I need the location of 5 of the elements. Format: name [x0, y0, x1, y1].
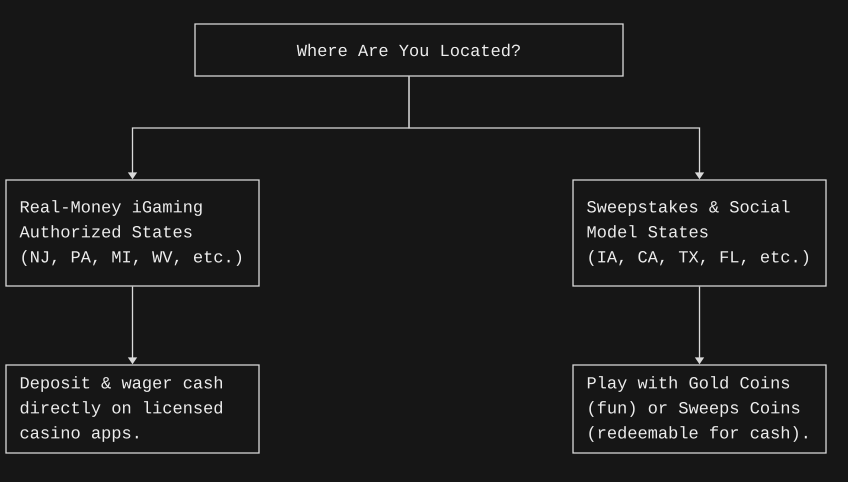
info-box: Deposit & wager cash directly on licensed casino apps.: [5, 364, 260, 454]
info-box: Real-Money iGaming Authorized States (NJ, PA, MI, WV, etc.): [5, 179, 260, 287]
info-box: Sweepstakes & Social Model States (IA, CA, TX, FL, etc.): [572, 179, 827, 287]
question-box: Where Are You Located?: [194, 23, 624, 77]
info-box: Play with Gold Coins (fun) or Sweeps Coins (redeemable for cash).: [572, 364, 827, 454]
